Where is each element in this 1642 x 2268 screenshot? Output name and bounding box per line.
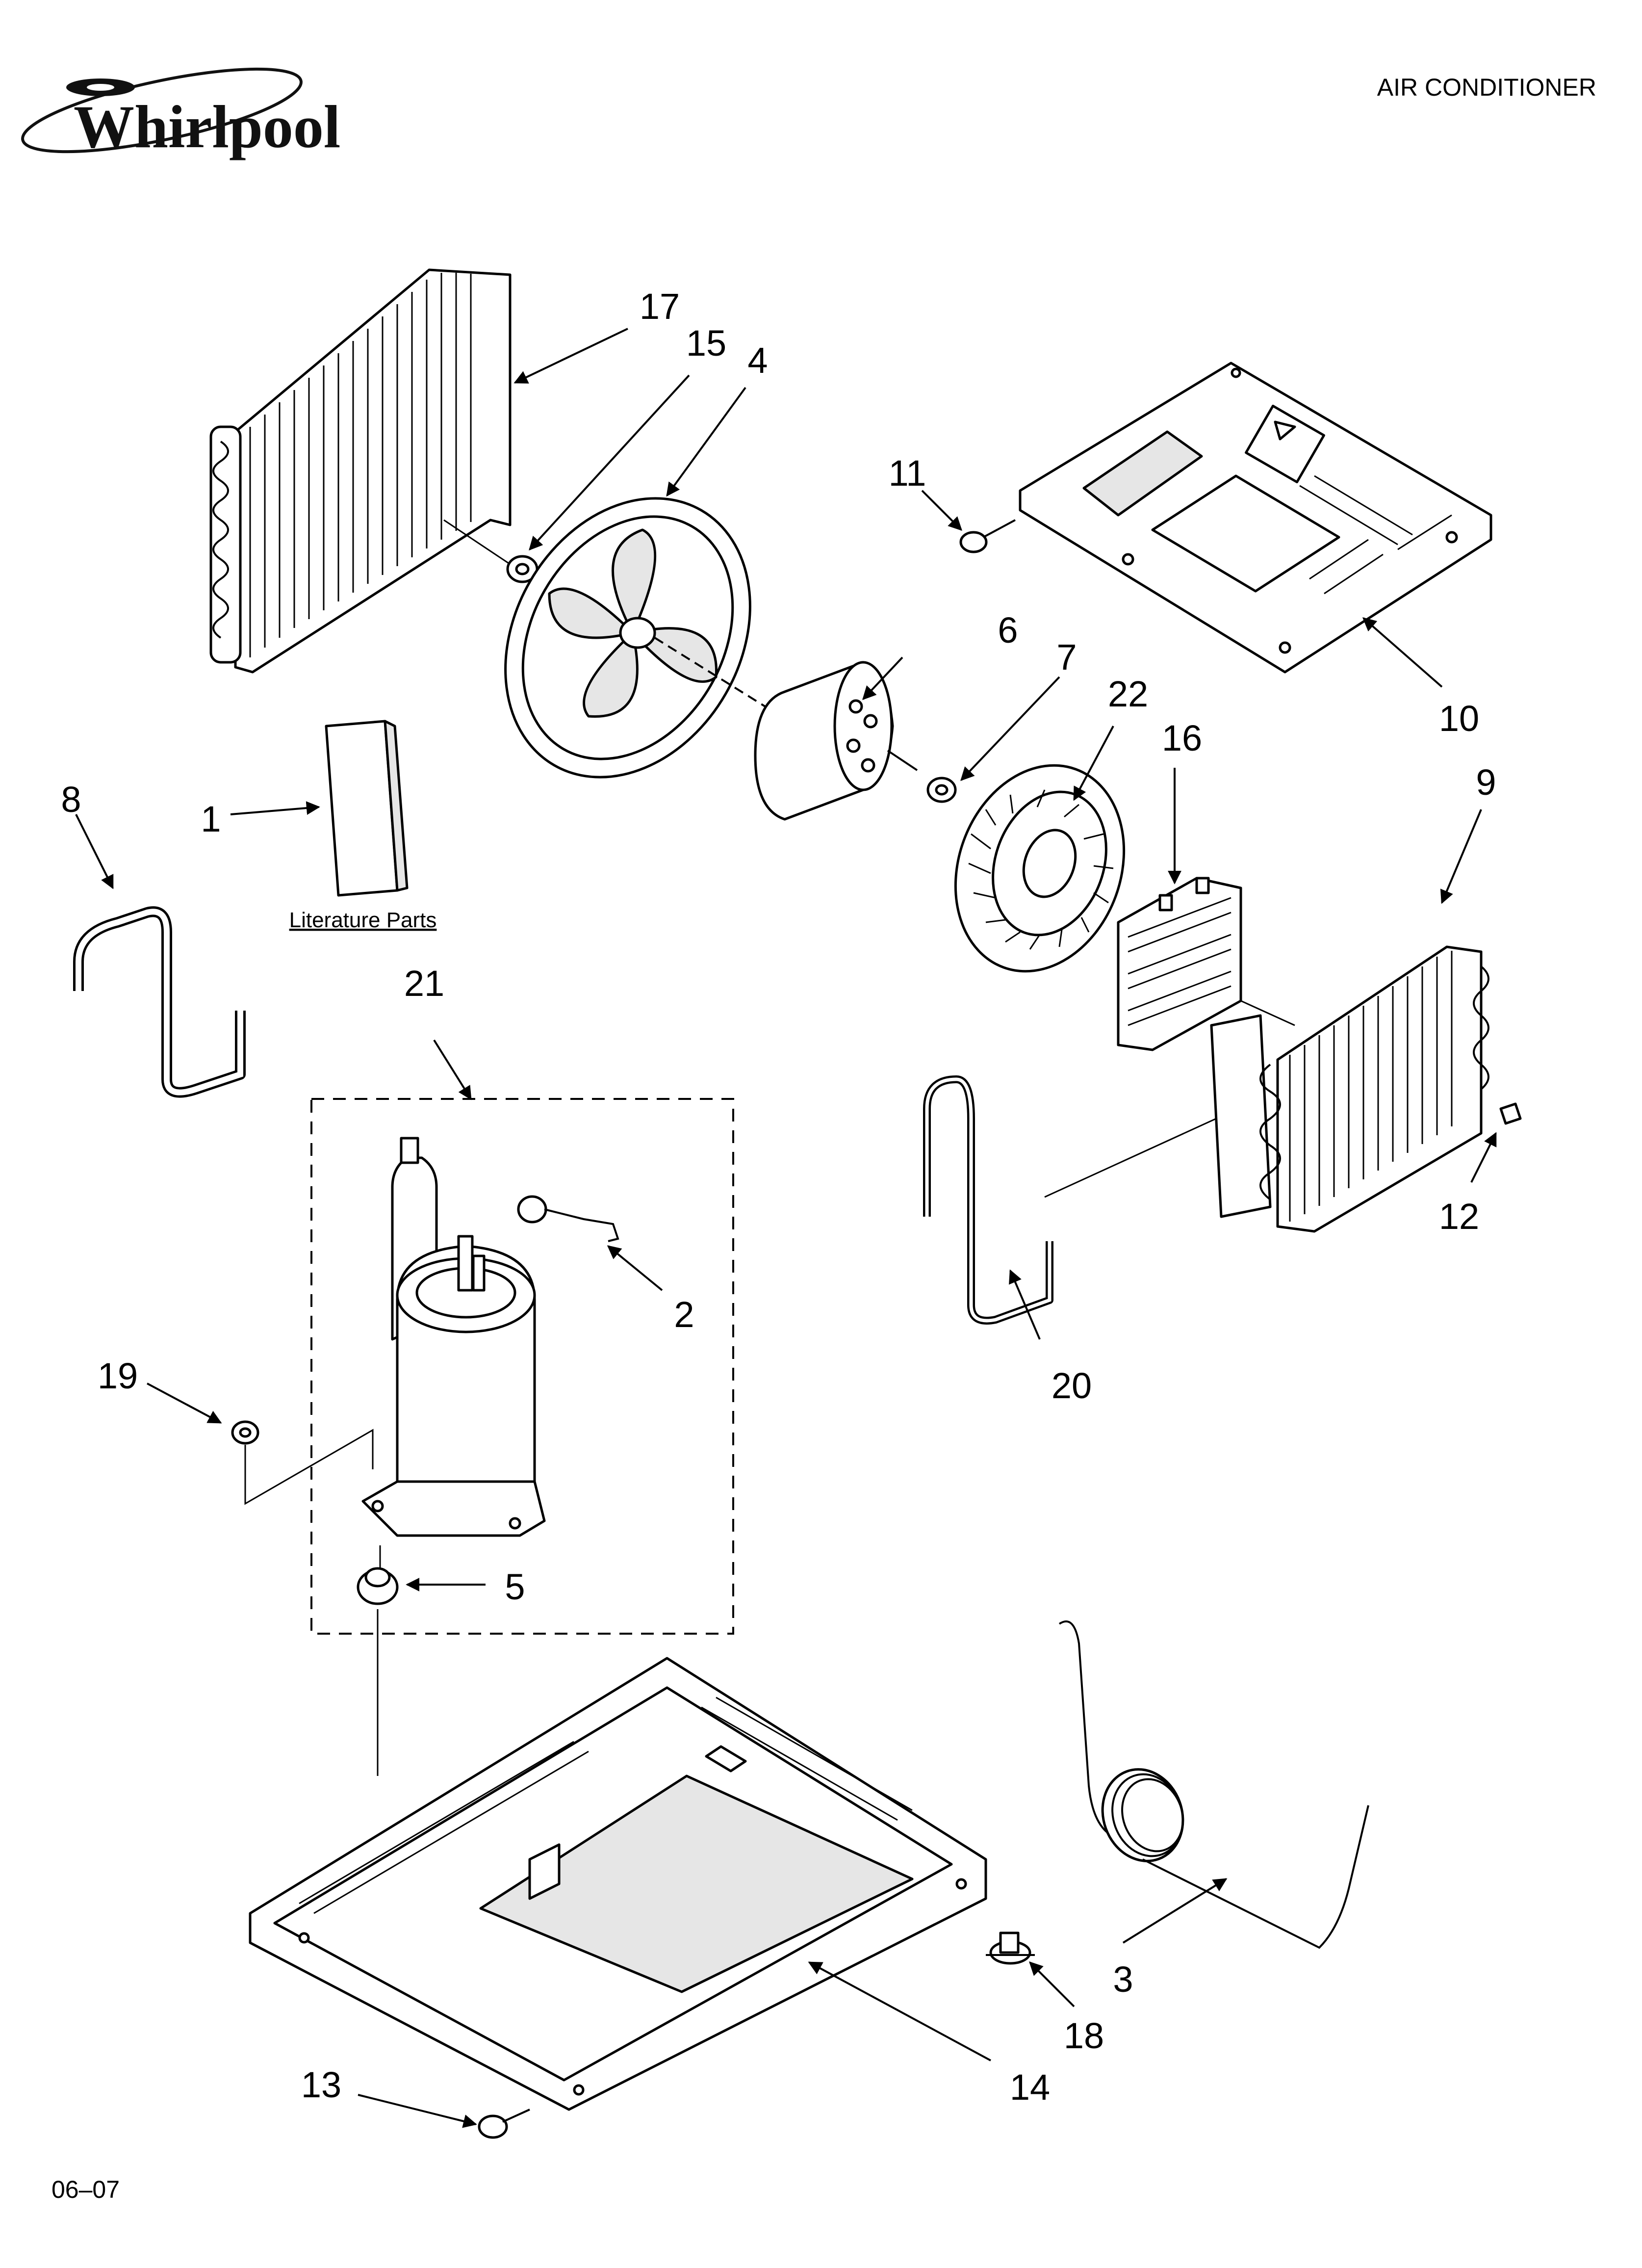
part-8-tube [73,906,246,1098]
part-4-condenser-fan [504,497,751,779]
brand-name: Whirlpool [74,93,340,160]
part-19-nut [231,1420,259,1445]
callout-3: 3 [1113,1959,1133,2000]
part-9-evaporator-coil [1210,945,1489,1233]
callout-11: 11 [889,453,926,494]
part-10-top-panel [1019,362,1492,674]
callout-16: 16 [1162,718,1202,758]
part-14-base-pan [249,1657,987,2111]
part-21-compressor-kit-box [310,1098,734,1635]
callout-arrows [75,328,1497,2128]
callout-21: 21 [404,963,444,1004]
part-18-thermostat [986,1931,1035,1965]
part-5-grommet [357,1567,399,1605]
callout-4: 4 [747,340,768,381]
callout-8: 8 [61,779,81,820]
callout-9: 9 [1476,762,1496,803]
callout-7: 7 [1056,637,1077,678]
callout-15: 15 [686,323,726,364]
callout-2: 2 [674,1294,694,1335]
part-6-fan-motor [654,637,918,821]
part-1-literature: Literature Parts [289,720,437,932]
part-20-capillary-tube [923,1075,1053,1325]
callout-12: 12 [1439,1196,1479,1237]
callout-10: 10 [1439,698,1479,739]
part-13-screw [478,2109,530,2139]
callout-22: 22 [1108,674,1148,714]
part-2-overload-cable [517,1195,619,1242]
brand-logo: Whirlpool [21,67,340,160]
literature-parts-label: Literature Parts [289,908,437,932]
callout-19: 19 [98,1356,138,1396]
callout-20: 20 [1052,1365,1092,1406]
part-12-clip [1499,1102,1522,1125]
part-11-screw [959,519,1016,553]
callout-18: 18 [1064,2015,1104,2056]
part-22-blower-wheel [954,764,1126,973]
footer-code: 06–07 [51,2176,120,2203]
part-17-condenser-coil [209,268,512,674]
compressor [361,1137,546,1570]
page-title: AIR CONDITIONER [1377,74,1596,101]
callout-6: 6 [998,610,1018,651]
callout-14: 14 [1010,2067,1050,2108]
callout-17: 17 [640,286,680,327]
callout-1: 1 [201,799,221,839]
part-7-nut [926,777,957,803]
callout-labels: 17 15 4 11 10 6 7 22 16 9 1 8 21 2 19 5 … [61,286,1496,2108]
part-3-sensor-coil [1058,1620,1369,1949]
callout-13: 13 [301,2064,341,2105]
callout-5: 5 [505,1566,525,1607]
